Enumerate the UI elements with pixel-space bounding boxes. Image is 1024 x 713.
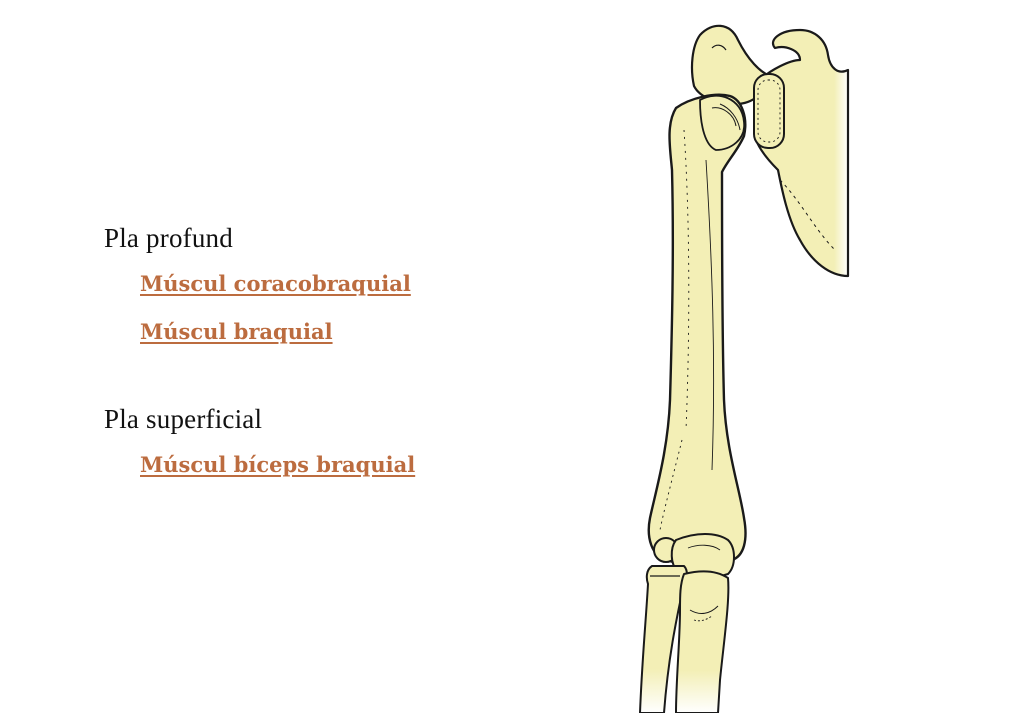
- coracoid-shape: [753, 73, 785, 149]
- scapula-shape: [754, 28, 850, 278]
- elbow-joint-shape: [653, 533, 735, 580]
- link-list: Múscul coracobraquial Múscul braquial: [104, 259, 524, 355]
- section-superficial-layer: Pla superficial Múscul bíceps braquial: [104, 399, 524, 488]
- list-item: Múscul coracobraquial: [140, 259, 524, 307]
- list-item: Múscul braquial: [140, 307, 524, 355]
- coracobrachialis-link[interactable]: Múscul coracobraquial: [140, 270, 411, 296]
- link-list: Múscul bíceps braquial: [104, 440, 524, 488]
- list-item: Múscul bíceps braquial: [140, 440, 524, 488]
- section-heading: Pla profund: [104, 223, 233, 253]
- section-deep-layer: Pla profund Múscul coracobraquial Múscul…: [104, 218, 524, 355]
- arm-bones-illustration: [639, 24, 850, 713]
- brachialis-link[interactable]: Múscul braquial: [140, 318, 333, 344]
- humerus-shape: [647, 93, 747, 566]
- radius-ulna-shape: [639, 565, 730, 713]
- muscle-menu: Pla profund Múscul coracobraquial Múscul…: [104, 218, 524, 488]
- biceps-brachii-link[interactable]: Múscul bíceps braquial: [140, 451, 416, 477]
- section-heading: Pla superficial: [104, 404, 263, 434]
